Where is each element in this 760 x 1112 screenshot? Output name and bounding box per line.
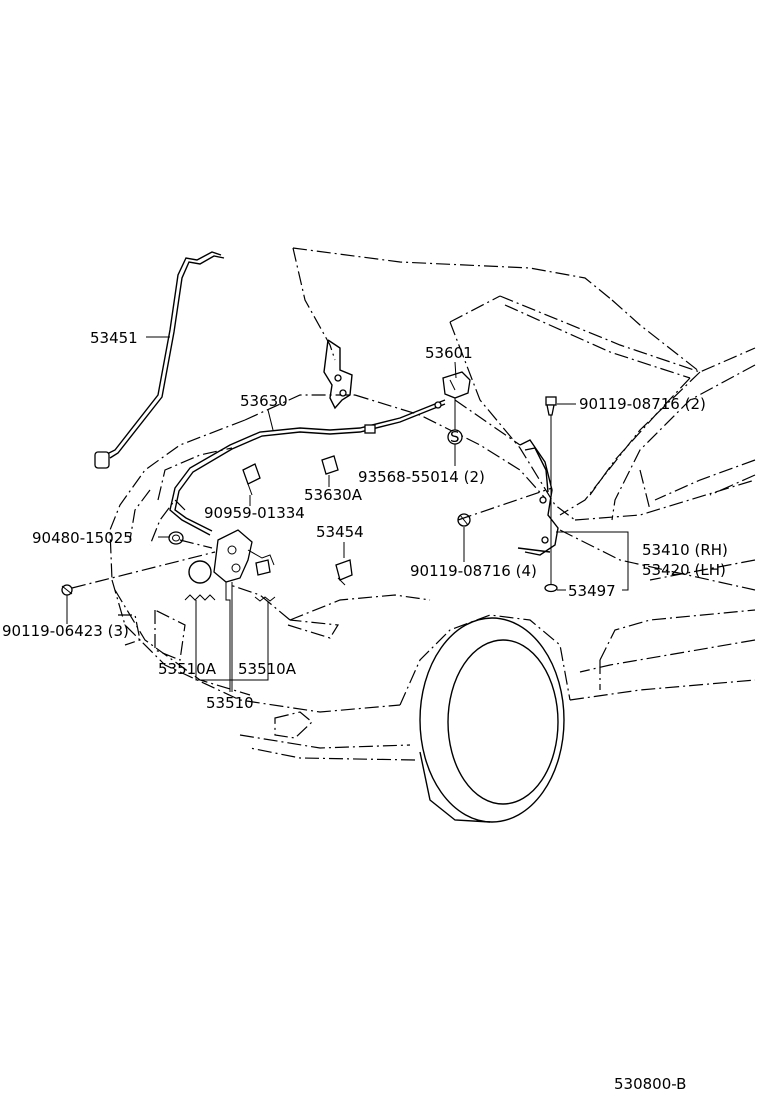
label-93568-55014: 93568-55014 (2) [358,468,485,486]
diagram-code: 530800-B [614,1075,686,1093]
label-90119-08716-2: 90119-08716 (2) [579,395,706,413]
grommet-90480-icon [168,531,184,545]
cable-clip-53630a [321,455,339,475]
cable-clamp-90959 [242,463,261,496]
label-53420-lh: 53420 (LH) [642,561,726,579]
hood-release-cable [169,399,446,536]
s-mark-label: S [450,428,460,446]
label-53630: 53630 [240,392,288,410]
label-53510a-right: 53510A [238,660,297,678]
hood-hinge-bracket-left [323,339,353,410]
label-53410-rh: 53410 (RH) [642,541,728,559]
s-mark-washer: S [447,428,463,446]
part-labels: 53451 53630 53601 90119-08716 (2) 93568-… [2,329,728,1093]
label-53630a: 53630A [304,486,363,504]
hood-support-rod [94,251,225,469]
hood-hinge-right [517,439,559,556]
label-53601: 53601 [425,344,473,362]
hood-lock-assembly [184,529,276,602]
label-53454: 53454 [316,523,364,541]
label-53510: 53510 [206,694,254,712]
label-90119-08716-4: 90119-08716 (4) [410,562,537,580]
hood-striker [442,371,471,399]
leader-lines [66,336,629,692]
bolt-lock-icon [61,584,73,596]
bolt-top-icon [545,396,557,416]
label-53451: 53451 [90,329,138,347]
label-90480-15025: 90480-15025 [32,529,133,547]
label-90959-01334: 90959-01334 [204,504,305,522]
label-90119-06423: 90119-06423 (3) [2,622,129,640]
hood-cushion [335,559,353,586]
washer-53497-icon [544,583,558,593]
label-53510a-left: 53510A [158,660,217,678]
label-53497: 53497 [568,582,616,600]
car-body-outline [109,247,756,823]
